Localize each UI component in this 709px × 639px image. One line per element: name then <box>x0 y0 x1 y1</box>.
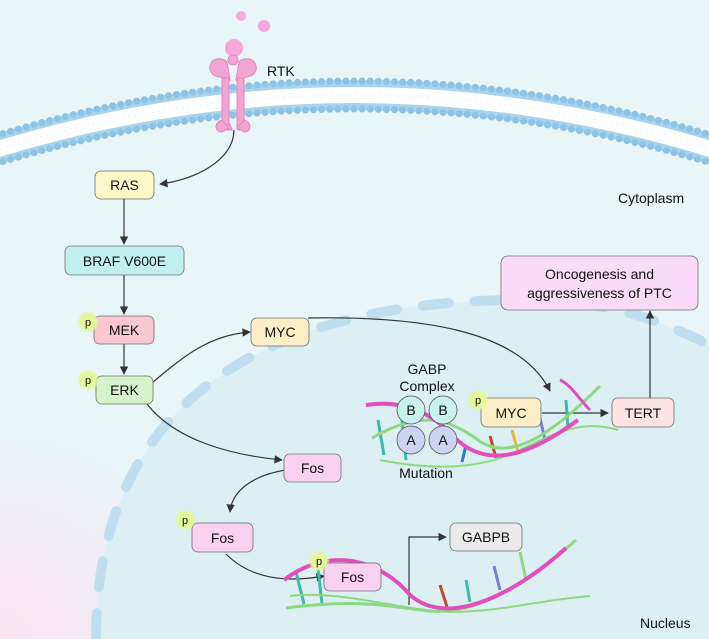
edge-fos-fos <box>226 469 287 513</box>
node-myc-nucleus: MYC <box>480 397 542 428</box>
node-braf-label: BRAF V600E <box>83 253 166 269</box>
node-braf: BRAF V600E <box>64 245 185 276</box>
nucleus-label: Nucleus <box>640 615 691 631</box>
node-myc-cytoplasm-label: MYC <box>264 324 295 340</box>
node-ras-label: RAS <box>110 177 139 193</box>
node-erk: ERK <box>95 375 154 405</box>
gabp-complex-label-line1: GABP <box>408 361 447 377</box>
gabp-subunit-a-label: A <box>438 432 448 448</box>
node-fos-dna-label: Fos <box>341 569 364 585</box>
node-fos-dna: Fos <box>323 562 382 592</box>
node-fos-upper: Fos <box>283 453 342 483</box>
phospho-label: p <box>85 375 91 387</box>
rtk-receptor-icon <box>209 54 257 133</box>
node-outcome: Oncogenesis and aggressiveness of PTC <box>500 255 699 311</box>
phospho-badge-fos: p <box>174 509 196 531</box>
phospho-label: p <box>182 515 188 527</box>
edge-erk-myc <box>151 328 251 384</box>
edges <box>119 129 655 605</box>
gabp-subunit-a-right <box>428 425 458 455</box>
node-gabpb: GABPB <box>449 522 523 552</box>
node-fos-lower: Fos <box>191 522 254 553</box>
edge-erk-fos <box>146 403 283 464</box>
node-fos-upper-label: Fos <box>301 460 324 476</box>
node-tert: TERT <box>611 397 675 428</box>
gabp-subunit-a-left <box>396 425 426 455</box>
node-fos-lower-label: Fos <box>211 530 234 546</box>
edge-rtk-ras <box>159 129 235 188</box>
node-outcome-line2: aggressiveness of PTC <box>527 285 672 301</box>
phospho-badge-fos-dna: p <box>308 550 330 572</box>
gabp-subunit-a-label: A <box>406 432 416 448</box>
cell-membrane <box>0 77 709 167</box>
dna-helix-lower <box>282 538 591 614</box>
gabp-complex: B B A A <box>396 395 458 455</box>
node-myc-nucleus-label: MYC <box>495 405 526 421</box>
node-erk-label: ERK <box>110 382 139 398</box>
ligand-circle <box>236 11 246 21</box>
phospho-badges: p p p p p <box>77 311 489 572</box>
nucleus-region <box>91 294 709 639</box>
node-ras: RAS <box>94 170 155 200</box>
node-mek: MEK <box>93 315 155 345</box>
ligand-circle <box>225 39 243 57</box>
gabp-subunit-b-label: B <box>406 402 415 418</box>
edge-myc-dna <box>307 317 551 392</box>
ligand-circle <box>258 20 270 32</box>
phospho-label: p <box>85 317 91 329</box>
node-mek-label: MEK <box>109 322 140 338</box>
mutation-label: Mutation <box>399 465 453 481</box>
node-gabpb-label: GABPB <box>462 529 510 545</box>
phospho-label: p <box>475 395 481 407</box>
gabp-subunit-b-left <box>396 395 426 425</box>
node-outcome-line1: Oncogenesis and <box>545 266 654 282</box>
gabp-subunit-b-right <box>428 395 458 425</box>
node-tert-label: TERT <box>625 405 662 421</box>
gabp-complex-label-line2: Complex <box>399 378 454 394</box>
node-myc-cytoplasm: MYC <box>250 317 310 347</box>
cytoplasm-label: Cytoplasm <box>618 190 684 206</box>
phospho-badge-myc: p <box>467 389 489 411</box>
gabp-subunit-b-label: B <box>438 402 447 418</box>
ligand-molecules <box>225 11 270 57</box>
phospho-badge-erk: p <box>77 369 99 391</box>
edge-fos-dna <box>225 553 325 582</box>
edge-dna-gabpb <box>408 532 447 605</box>
phospho-badge-mek: p <box>77 311 99 333</box>
rtk-label: RTK <box>267 63 295 79</box>
phospho-label: p <box>316 556 322 568</box>
